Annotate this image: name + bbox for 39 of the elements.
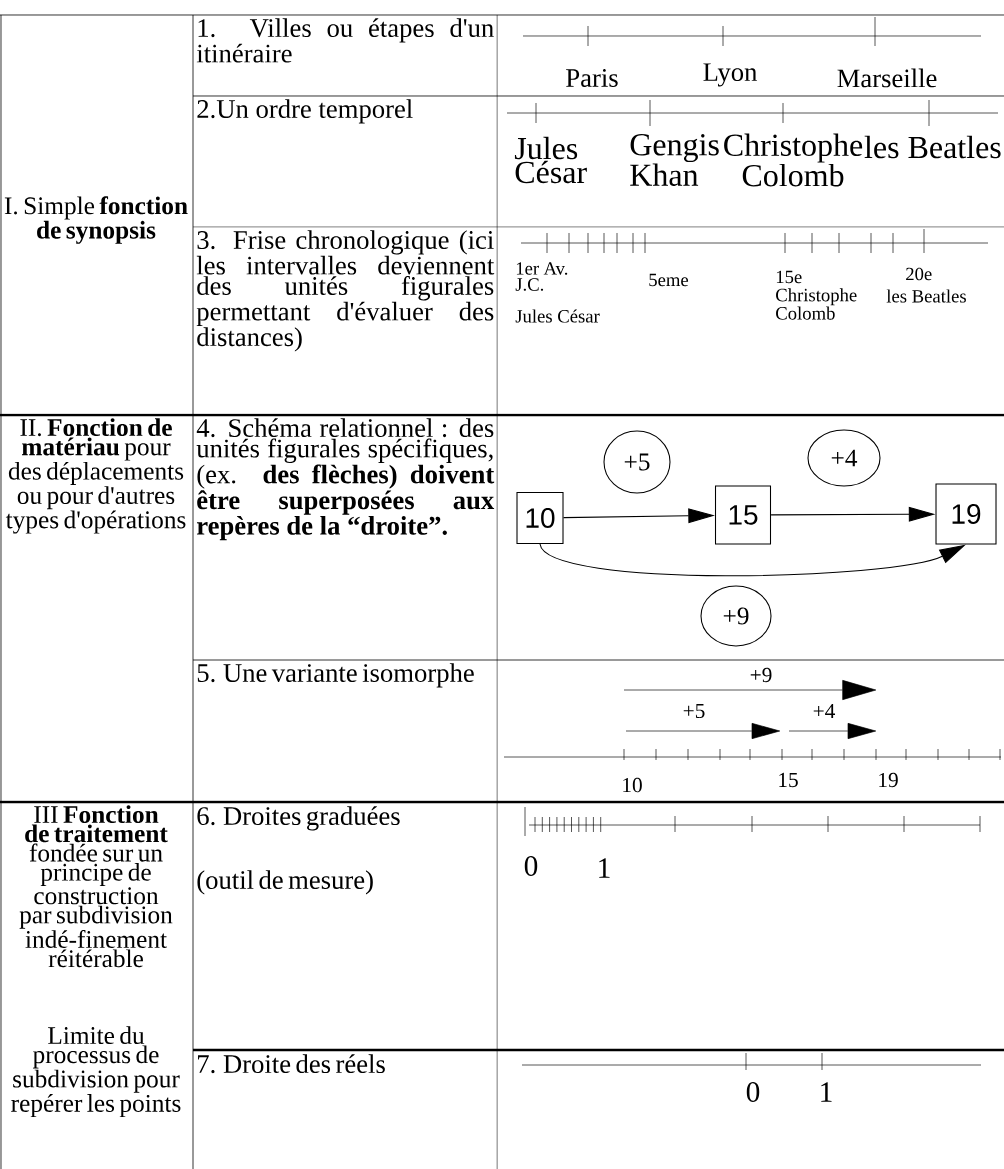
- name-label: les Beatles: [864, 135, 1001, 159]
- name-label: Jules César: [515, 309, 600, 323]
- cell-text: 2.Un ordre temporel: [197, 99, 413, 124]
- cell-text: (outil de mesure): [197, 870, 373, 895]
- name-label: Christophe Colomb: [724, 133, 863, 187]
- tick-label: 15: [779, 772, 798, 788]
- tick-label: 1: [599, 858, 610, 878]
- tick-label: 0: [524, 856, 538, 876]
- tick-label: 1: [821, 1082, 832, 1102]
- place-label: Marseille: [837, 68, 937, 88]
- date-label: 1er Av. J.C.: [515, 262, 568, 291]
- cell-text: 7. Droite des réels: [198, 1054, 385, 1074]
- arrow-label: +9: [750, 667, 772, 683]
- place-label: Lyon: [703, 63, 757, 87]
- cell-text: 6. Droites graduées: [197, 806, 400, 831]
- place-label: Paris: [566, 69, 618, 87]
- section-text: I. Simple fonction de synopsis: [4, 196, 188, 244]
- tick-label: 10: [623, 777, 642, 793]
- arrow-label: +4: [813, 704, 835, 719]
- cell-text: 5. Une variante isomorphe: [197, 663, 474, 688]
- number-box: 10: [516, 491, 564, 545]
- name-label: Christophe Colomb: [776, 288, 857, 320]
- cell-text: 1. Villes ou étapes d'un itinéraire: [196, 18, 494, 63]
- section-text: II. Fonction de matériau pour des déplacements ou pour d'autres types d'opérations: [5, 418, 186, 534]
- cell-text: 3. Frise chronologique (ici les intervalles deviennent des unités figurales permettant d'évaluer des distances): [196, 230, 495, 352]
- name-label: Gengis Khan: [630, 134, 719, 186]
- number-box: 19: [935, 483, 997, 545]
- number-box: 15: [714, 485, 772, 545]
- name-label: les Beatles: [886, 289, 966, 303]
- date-label: 15e: [776, 270, 802, 284]
- cell-text: 4. Schéma relationnel : des unités figurales spécifiques, (ex. des flèches) doivent être superposées aux repères de la “droite”.: [196, 418, 495, 541]
- arrow-label: +5: [683, 703, 705, 719]
- section-text: Limite du processus de subdivision pour repérer les points: [11, 1026, 181, 1118]
- name-label: Jules César: [514, 136, 587, 184]
- tick-label: 19: [879, 772, 898, 788]
- date-label: 20e: [906, 267, 932, 281]
- date-label: 5eme: [649, 273, 689, 287]
- section-text: III Fonction de traitement fondée sur un principe de construction par subdivision indé-finement réitérable: [19, 805, 173, 968]
- tick-label: 0: [746, 1082, 760, 1102]
